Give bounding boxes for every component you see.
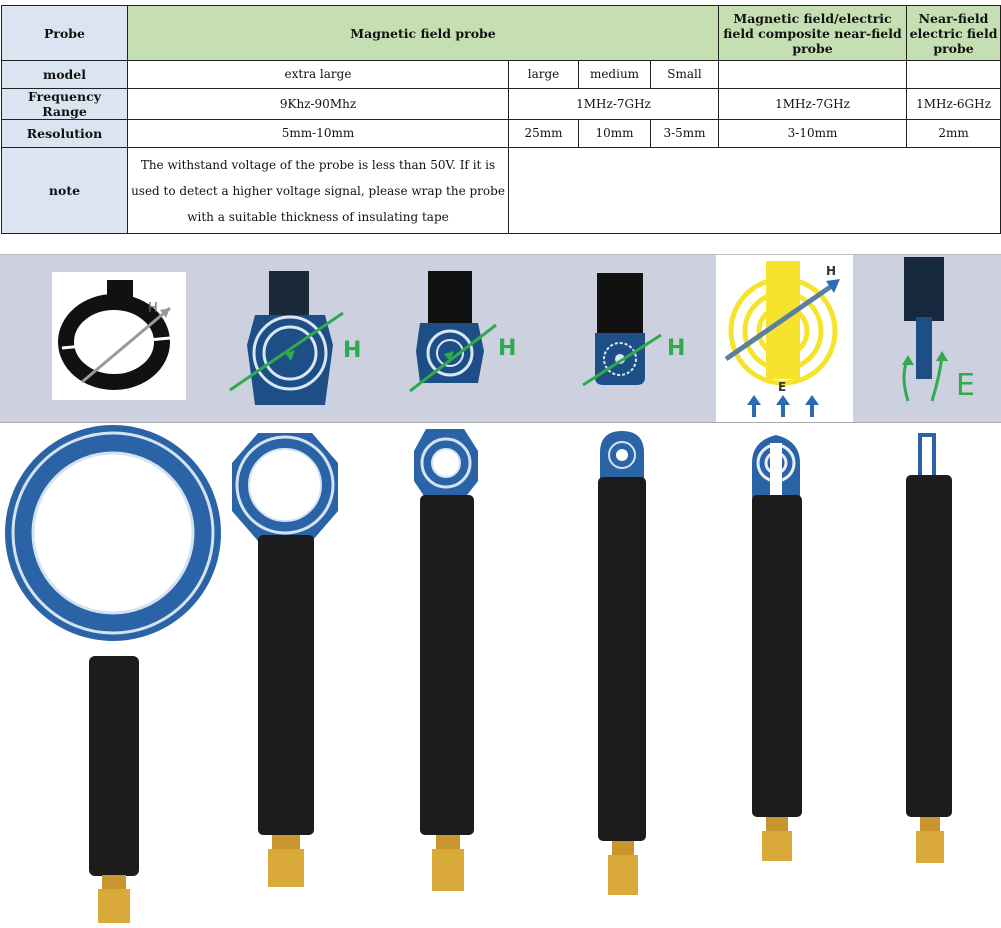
- cell-note-empty: [507, 147, 1001, 234]
- medium-loop-panel: H: [390, 255, 540, 422]
- cell-freq-xl: 9Khz-90Mhz: [127, 88, 509, 120]
- large-loop-h-label: H: [343, 338, 361, 363]
- cell-res-small: 3-5mm: [649, 119, 720, 148]
- cell-model-small: Small: [649, 60, 720, 89]
- row-label-frequency: Frequency Range: [1, 88, 128, 120]
- e-field-panel: E: [860, 255, 1001, 422]
- cell-model-xl: extra large: [127, 60, 509, 89]
- e-field-probe-icon: E: [902, 257, 975, 403]
- probe-composite: [752, 435, 802, 861]
- probe-small: [598, 431, 646, 895]
- cell-res-large: 25mm: [508, 119, 579, 148]
- cell-model-large: large: [508, 60, 579, 89]
- cell-res-xl: 5mm-10mm: [127, 119, 509, 148]
- ring-probe-panel: H: [52, 272, 186, 400]
- cell-res-composite: 3-10mm: [718, 119, 908, 148]
- row-label-note: note: [1, 147, 128, 234]
- cell-model-medium: medium: [578, 60, 651, 89]
- small-loop-h-label: H: [667, 336, 685, 361]
- probe-e-field: [906, 433, 952, 863]
- cell-freq-nearfield: 1MHz-6GHz: [906, 88, 1001, 120]
- composite-h-label: H: [826, 264, 836, 278]
- cell-freq-lms: 1MHz-7GHz: [507, 88, 720, 120]
- field-diagram-strip: H H H: [0, 254, 1001, 423]
- small-loop-panel: H: [565, 255, 715, 422]
- ring-probe-icon: H: [58, 280, 171, 390]
- probe-extra-large: [5, 425, 221, 923]
- large-loop-icon: H: [229, 271, 361, 405]
- divider: [0, 422, 1001, 423]
- header-composite-probe: Magnetic field/electric field composite …: [718, 5, 908, 61]
- header-magnetic-probe: Magnetic field probe: [126, 5, 720, 61]
- cell-res-medium: 10mm: [578, 119, 651, 148]
- header-probe: Probe: [1, 5, 128, 61]
- composite-probe-icon: H E: [724, 261, 840, 417]
- e-field-e-label: E: [956, 368, 975, 403]
- row-label-model: model: [1, 60, 128, 89]
- cell-note-text: The withstand voltage of the probe is le…: [127, 147, 509, 234]
- small-loop-icon: H: [582, 273, 685, 387]
- composite-e-label: E: [778, 380, 786, 394]
- cell-model-composite: [718, 60, 908, 89]
- probe-large: [232, 433, 338, 887]
- cell-res-nearfield: 2mm: [906, 119, 1001, 148]
- ring-h-label: H: [148, 301, 158, 316]
- spec-table: Probe Magnetic field probe Magnetic fiel…: [1, 5, 1001, 234]
- composite-panel: H E: [716, 255, 853, 422]
- header-nearfield-probe: Near-field electric field probe: [906, 5, 1001, 61]
- cell-model-nearfield: [906, 60, 1001, 89]
- medium-loop-icon: H: [409, 271, 516, 393]
- cell-freq-composite: 1MHz-7GHz: [718, 88, 908, 120]
- row-label-resolution: Resolution: [1, 119, 128, 148]
- probe-photo-row: [5, 425, 952, 923]
- large-loop-panel: H: [215, 255, 365, 422]
- probe-medium: [414, 429, 478, 891]
- medium-loop-h-label: H: [498, 336, 516, 361]
